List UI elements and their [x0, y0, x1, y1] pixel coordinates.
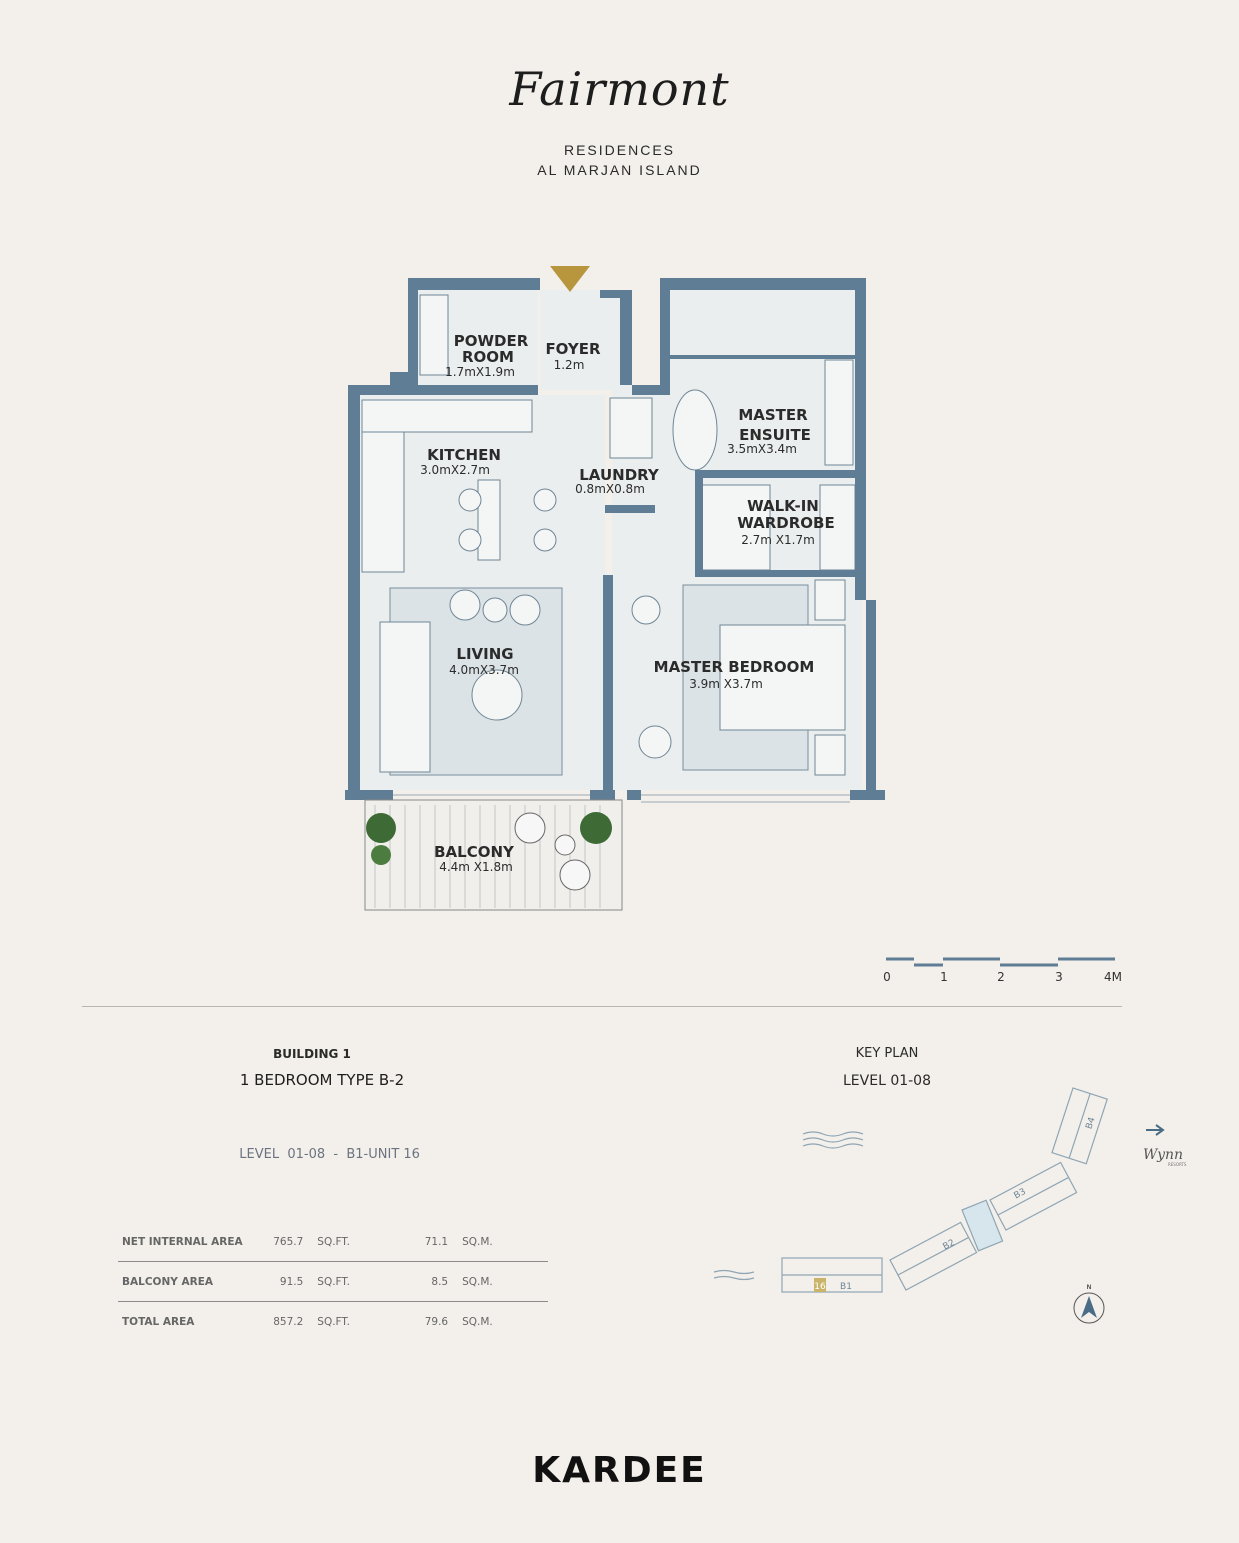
plant-icon: [580, 812, 612, 844]
table-row: BALCONY AREA 91.5 SQ.FT. 8.5 SQ.M.: [118, 1261, 548, 1302]
scale-label: 1: [940, 970, 948, 984]
room-dim-kitchen: 3.0mX2.7m: [420, 463, 490, 477]
sqft-unit: SQ.FT.: [317, 1315, 350, 1328]
wynn-logo: Wynn: [1143, 1147, 1183, 1163]
separator: -: [333, 1147, 339, 1162]
area-sqft: 765.7: [257, 1222, 308, 1262]
room-label-balcony: BALCONY: [434, 843, 515, 861]
entry-marker-icon: [550, 266, 590, 292]
room-label-powder-1: POWDER: [454, 332, 529, 350]
room-dim-living: 4.0mX3.7m: [449, 663, 519, 677]
key-plan: 16 B1 B2 B3 B4 Wynn RESORTS N: [713, 1087, 1187, 1324]
table-row: TOTAL AREA 857.2 SQ.FT. 79.6 SQ.M.: [118, 1302, 548, 1342]
area-sqft: 857.2: [273, 1315, 304, 1328]
b2-label: B2: [941, 1238, 956, 1252]
unit-type: 1 BEDROOM TYPE B-2: [239, 1071, 405, 1089]
north-label: N: [1087, 1284, 1092, 1291]
b1-label: B1: [840, 1282, 852, 1292]
scale-label: 4M: [1104, 970, 1122, 984]
room-label-ensuite-2: ENSUITE: [739, 426, 811, 444]
area-label: TOTAL AREA: [122, 1315, 195, 1328]
area-sqm: 8.5: [403, 1261, 453, 1302]
unit-level: LEVEL 01-08 - B1-UNIT 16: [231, 1132, 420, 1162]
north-compass-icon: [1073, 1292, 1105, 1324]
b4-label: B4: [1085, 1116, 1098, 1131]
unit-number: B1-UNIT 16: [346, 1147, 420, 1162]
room-dim-ensuite: 3.5mX3.4m: [727, 442, 797, 456]
sqft-unit: SQ.FT.: [307, 1222, 404, 1262]
fairmont-logo: Fairmont: [509, 62, 730, 116]
area-label: BALCONY AREA: [118, 1261, 258, 1302]
sqm-unit: SQ.M.: [452, 1261, 548, 1302]
furniture: [361, 294, 856, 776]
b3-label: B3: [1012, 1187, 1027, 1201]
room-dim-laundry: 0.8mX0.8m: [575, 482, 645, 496]
area-sqm: 71.1: [403, 1222, 453, 1262]
area-table: NET INTERNAL AREA 765.7 SQ.FT. 71.1 SQ.M…: [118, 1222, 548, 1341]
room-label-powder-2: ROOM: [462, 348, 514, 366]
scale-label: 2: [997, 970, 1005, 984]
sqm-unit: SQ.M.: [462, 1315, 493, 1328]
table-row: NET INTERNAL AREA 765.7 SQ.FT. 71.1 SQ.M…: [118, 1222, 548, 1262]
keyplan-level: LEVEL 01-08: [843, 1073, 931, 1089]
area-label: NET INTERNAL AREA: [118, 1222, 258, 1262]
windows: [393, 794, 850, 803]
room-label-bedroom: MASTER BEDROOM: [654, 658, 815, 676]
kardee-logo: KARDEE: [532, 1450, 707, 1491]
scale-bar: [886, 957, 1115, 967]
room-dim-bedroom: 3.9m X3.7m: [689, 677, 763, 691]
wynn-resorts: RESORTS: [1168, 1162, 1187, 1167]
building-label: BUILDING 1: [273, 1047, 351, 1061]
highlighted-unit-label: 16: [814, 1282, 826, 1292]
brand-residences: RESIDENCES: [563, 142, 676, 158]
level-text: LEVEL 01-08: [239, 1147, 326, 1162]
floor-plan: POWDER ROOM 1.7mX1.9m FOYER 1.2m KITCHEN…: [345, 266, 1122, 984]
sqft-unit: SQ.FT.: [307, 1261, 404, 1302]
room-label-living: LIVING: [456, 645, 513, 663]
area-sqft: 91.5: [257, 1261, 308, 1302]
plant-icon: [371, 845, 391, 865]
foyer-floor: [540, 290, 622, 390]
area-sqm: 79.6: [424, 1315, 449, 1328]
room-dim-wardrobe: 2.7m X1.7m: [741, 533, 815, 547]
room-label-wardrobe-1: WALK-IN: [747, 497, 819, 515]
balcony: [364, 799, 623, 911]
brand-location: AL MARJAN ISLAND: [537, 162, 702, 178]
sqm-unit: SQ.M.: [452, 1222, 548, 1262]
walls: [345, 278, 885, 800]
highlighted-unit: [814, 1278, 826, 1292]
room-label-foyer: FOYER: [545, 340, 601, 358]
room-label-wardrobe-2: WARDROBE: [737, 514, 834, 532]
room-dim-balcony: 4.4m X1.8m: [439, 860, 513, 874]
room-label-ensuite-1: MASTER: [738, 406, 808, 424]
water-icon: [802, 1131, 864, 1137]
keyplan-title: KEY PLAN: [855, 1046, 919, 1061]
scale-label: 0: [883, 970, 891, 984]
divider: [82, 1006, 1122, 1007]
plant-icon: [366, 813, 396, 843]
room-label-laundry: LAUNDRY: [579, 466, 660, 484]
room-label-kitchen: KITCHEN: [427, 446, 501, 464]
room-dim-powder: 1.7mX1.9m: [445, 365, 515, 379]
room-dim-foyer: 1.2m: [554, 358, 585, 372]
amenity-block: [961, 1199, 1004, 1252]
scale-label: 3: [1055, 970, 1063, 984]
arrow-right-icon: [1146, 1124, 1165, 1136]
